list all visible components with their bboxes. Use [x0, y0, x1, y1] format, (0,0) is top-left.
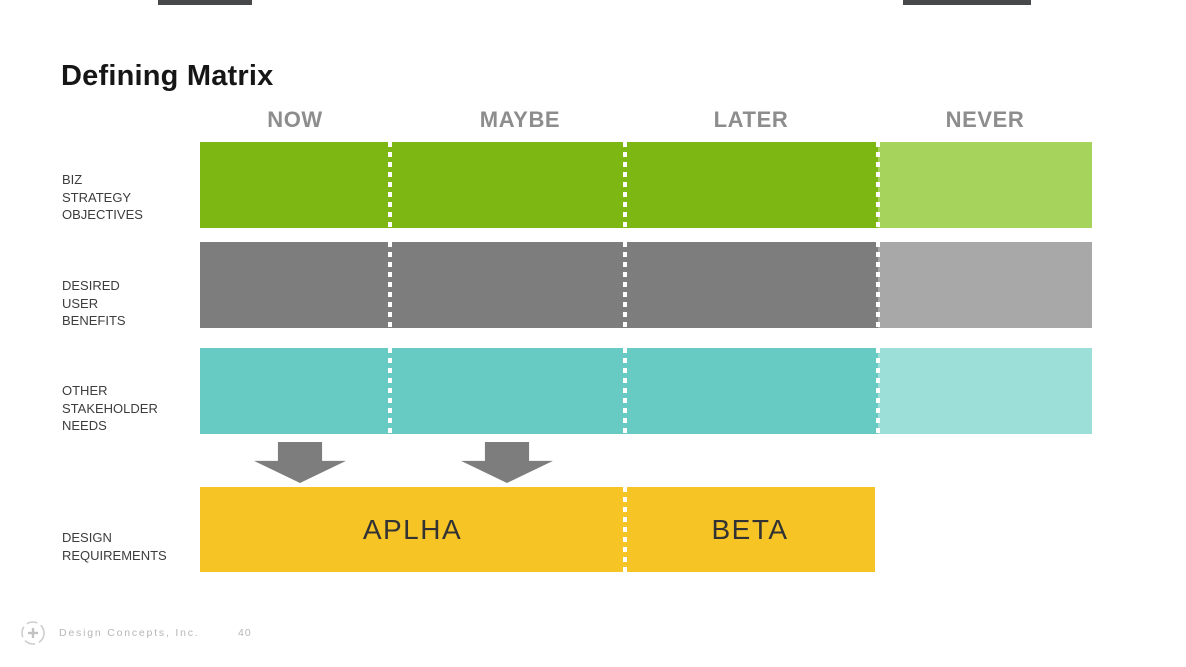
column-header-later: LATER	[713, 107, 789, 132]
dotted-separator	[623, 487, 627, 572]
matrix-bar-biz-strategy	[200, 142, 1092, 228]
dotted-separator	[388, 242, 392, 328]
matrix-bar-desired-user-benefits	[200, 242, 1092, 328]
dotted-separator	[876, 142, 880, 228]
down-arrow-icon	[461, 442, 553, 483]
dotted-separator	[876, 348, 880, 434]
row-label-biz-strategy-objectives: BIZ STRATEGY OBJECTIVES	[62, 172, 143, 222]
dotted-separator	[623, 142, 627, 228]
company-logo-icon	[21, 621, 45, 645]
footer-company-name: Design Concepts, Inc.	[59, 627, 200, 639]
dotted-separator	[623, 348, 627, 434]
page-title: Defining Matrix	[61, 60, 274, 92]
bar-segment-dark	[200, 242, 878, 328]
matrix-bar-other-stakeholder-needs	[200, 348, 1092, 434]
bar-segment-never-light	[878, 348, 1092, 434]
design-zone-alpha: APLHA	[362, 513, 463, 545]
column-header-never: NEVER	[945, 107, 1025, 132]
design-zone-beta: BETA	[711, 513, 789, 545]
top-nav-bar-right	[903, 0, 1031, 5]
column-header-maybe: MAYBE	[479, 107, 561, 132]
row-label-desired-user-benefits: DESIRED USER BENEFITS	[62, 278, 126, 328]
down-arrow-icon	[254, 442, 346, 483]
footer-page-number: 40	[238, 627, 252, 639]
row-label-design-requirements: DESIGN REQUIREMENTS	[62, 530, 167, 563]
top-nav-bar-left	[158, 0, 252, 5]
bar-segment-dark	[200, 142, 878, 228]
dotted-separator	[388, 348, 392, 434]
column-header-now: NOW	[267, 107, 323, 132]
bar-segment-never-light	[878, 142, 1092, 228]
design-requirements-bar: APLHA BETA	[200, 487, 875, 572]
row-label-other-stakeholder-needs: OTHER STAKEHOLDER NEEDS	[62, 383, 158, 433]
bar-segment-dark	[200, 348, 878, 434]
dotted-separator	[876, 242, 880, 328]
dotted-separator	[388, 142, 392, 228]
bar-segment-never-light	[878, 242, 1092, 328]
dotted-separator	[623, 242, 627, 328]
